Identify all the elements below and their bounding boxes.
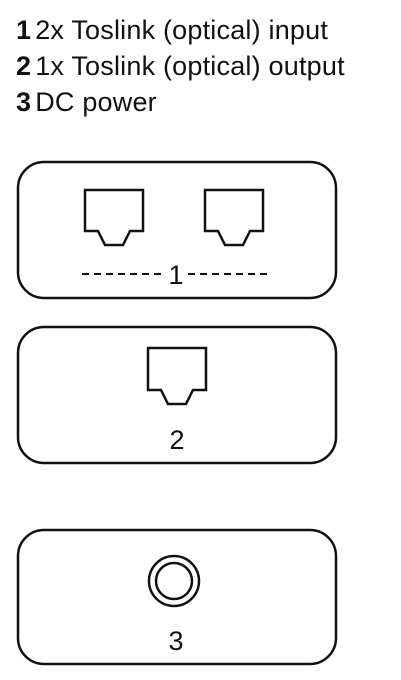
panel-1-input: 1 (16, 160, 338, 300)
legend-text: 2x Toslink (optical) input (35, 15, 329, 45)
legend-text: DC power (35, 87, 157, 117)
legend-number: 3 (16, 87, 32, 117)
panel-2-label: 2 (169, 425, 184, 455)
panel-2-output: 2 (16, 325, 338, 465)
panel-3-label: 3 (168, 626, 183, 656)
dc-power-jack-icon (147, 554, 201, 608)
toslink-port-icon (83, 188, 145, 247)
panel-3-power: 3 (16, 528, 338, 666)
legend-number: 1 (16, 15, 32, 45)
panel-1-label: 1 (168, 260, 183, 290)
panel-3-outline (16, 528, 338, 666)
legend-number: 2 (16, 51, 32, 81)
toslink-port-icon (146, 346, 208, 406)
panel-2-outline (16, 325, 338, 465)
panel-1-outline (16, 160, 338, 300)
toslink-port-icon (203, 188, 265, 247)
legend-text: 1x Toslink (optical) output (35, 51, 345, 81)
